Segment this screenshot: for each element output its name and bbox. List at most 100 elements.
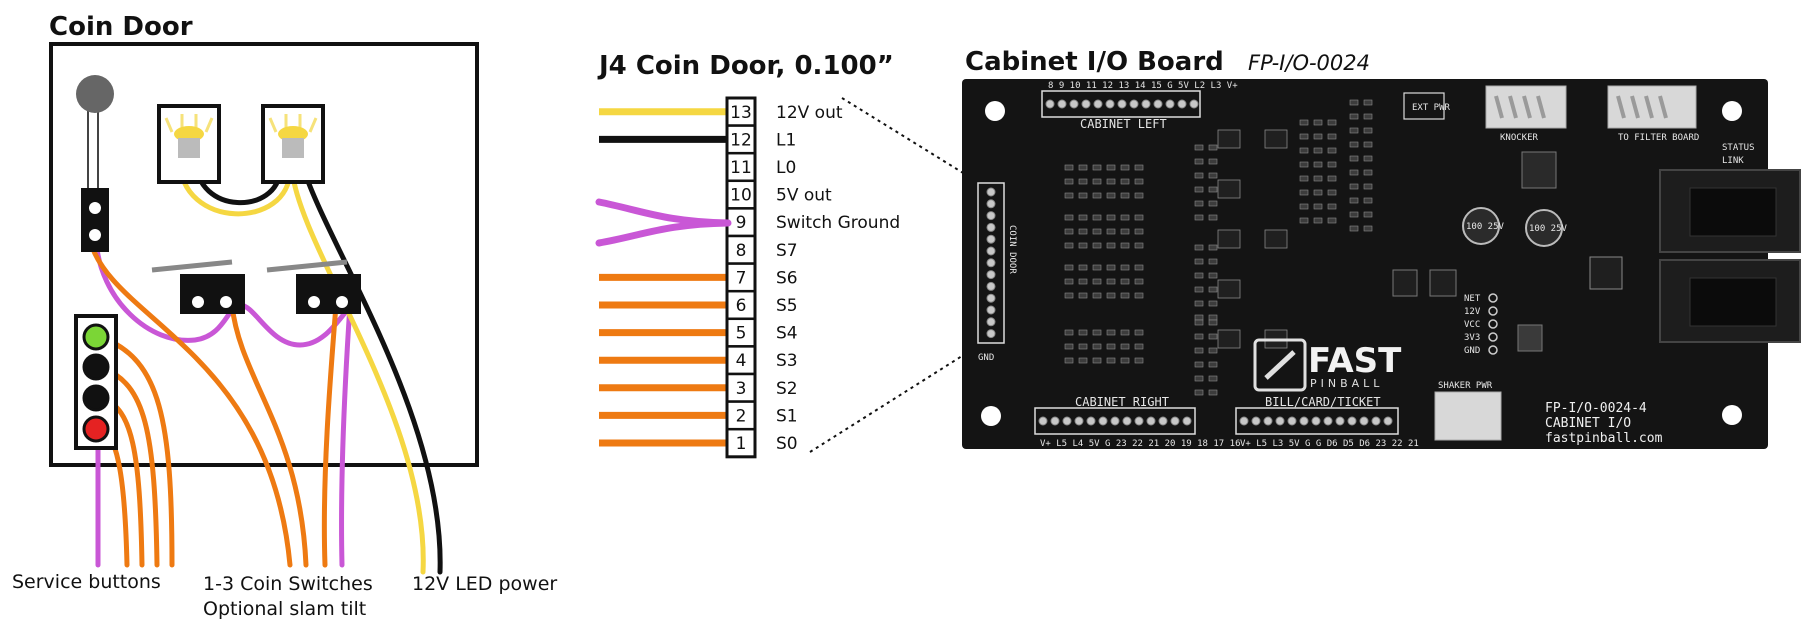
fast-logo-chip-icon [1253, 338, 1307, 392]
smd-part [1194, 389, 1204, 396]
smd-part [1106, 192, 1116, 199]
slam-tilt-wire [87, 237, 293, 568]
header-pin [1323, 416, 1333, 426]
pin-number: 11 [730, 158, 752, 178]
smd-part [1092, 357, 1102, 364]
smd-part [1299, 119, 1309, 126]
lamp-glow-rays [164, 114, 214, 133]
header-pin [986, 317, 996, 327]
connector-title: J4 Coin Door, 0.100” [597, 51, 894, 81]
smd-part [1134, 357, 1144, 364]
shaker-pwr-label: SHAKER PWR [1438, 381, 1493, 391]
leader-line-top [841, 97, 969, 177]
smd-part [1078, 292, 1088, 299]
smd-part [1349, 183, 1359, 190]
smd-part [1363, 211, 1373, 218]
smd-part [1092, 192, 1102, 199]
link-label: LINK [1722, 156, 1744, 166]
smd-part [1327, 217, 1337, 224]
header-pin [1263, 416, 1273, 426]
smd-part [1078, 228, 1088, 235]
header-pin [1383, 416, 1393, 426]
header-pin [1153, 99, 1163, 109]
smd-part [1363, 99, 1373, 106]
smd-part [1313, 161, 1323, 168]
j10-header-outline [1235, 407, 1399, 435]
pin-number: 10 [730, 186, 752, 206]
smd-part [1120, 292, 1130, 299]
pin-label: S3 [776, 351, 798, 371]
tilt-weight [76, 75, 114, 113]
header-pin [1371, 416, 1381, 426]
header-pin [1105, 99, 1115, 109]
test-point [1488, 345, 1498, 355]
smd-part [1194, 375, 1204, 382]
smd-part [1106, 357, 1116, 364]
header-pin [986, 258, 996, 268]
smd-part [1106, 292, 1116, 299]
pin-number: 8 [736, 241, 747, 261]
smd-part [1194, 347, 1204, 354]
smd-part [1134, 329, 1144, 336]
header-pin [986, 329, 996, 339]
smd-part [1349, 113, 1359, 120]
smd-part [1208, 214, 1218, 221]
header-pin [1110, 416, 1120, 426]
smd-part [1349, 127, 1359, 134]
header-pin [1086, 416, 1096, 426]
smd-part [1208, 333, 1218, 340]
smd-part [1327, 133, 1337, 140]
gnd-silk-label: GND [978, 353, 994, 363]
smd-part [1208, 144, 1218, 151]
smd-part [1120, 178, 1130, 185]
header-pin [1347, 416, 1357, 426]
to-filter-board-label: TO FILTER BOARD [1618, 133, 1699, 143]
mounting-hole [1722, 405, 1742, 425]
rj45-socket [1689, 277, 1777, 327]
smd-part [1120, 192, 1130, 199]
switch-body [180, 274, 245, 314]
smd-part [1064, 292, 1074, 299]
smd-part [1194, 300, 1204, 307]
pin-label: Switch Ground [776, 213, 900, 233]
smd-part [1208, 158, 1218, 165]
smd-part [1092, 214, 1102, 221]
smd-part [1194, 361, 1204, 368]
service-button-black-2 [82, 384, 110, 412]
header-pin [1057, 99, 1067, 109]
power-tp-label: NET [1464, 294, 1481, 304]
header-pin [986, 187, 996, 197]
smd-part [1064, 329, 1074, 336]
header-pin [1146, 416, 1156, 426]
capacitor-1-label: 100 25V [1466, 222, 1505, 232]
service-wire-1 [100, 335, 175, 568]
header-pin [986, 246, 996, 256]
tilt-terminal-1 [89, 202, 101, 214]
fast-logo-text: FAST [1308, 341, 1402, 381]
coin-switches-label: 1-3 Coin Switches [203, 573, 373, 595]
smd-part [1134, 228, 1144, 235]
smd-part [1194, 258, 1204, 265]
smd-part [1349, 197, 1359, 204]
coin-lamp-right [261, 104, 325, 184]
led-power-yellow-wire [289, 167, 426, 575]
smd-part [1092, 264, 1102, 271]
coin-switch-ground-wire [339, 302, 353, 568]
smd-part [1120, 278, 1130, 285]
shaker-pwr-connector [1434, 391, 1502, 441]
smd-part [1106, 329, 1116, 336]
smd-part [1106, 278, 1116, 285]
board-part-number: FP-I/O-0024 [1248, 51, 1370, 75]
connector-housing [725, 96, 757, 459]
smd-part [1134, 343, 1144, 350]
board-name-label: CABINET I/O [1545, 416, 1631, 431]
pin-number: 4 [736, 351, 747, 371]
ic-chip [1429, 269, 1457, 297]
j4-header-outline [977, 182, 1005, 344]
smd-part [1134, 292, 1144, 299]
smd-part [1327, 189, 1337, 196]
